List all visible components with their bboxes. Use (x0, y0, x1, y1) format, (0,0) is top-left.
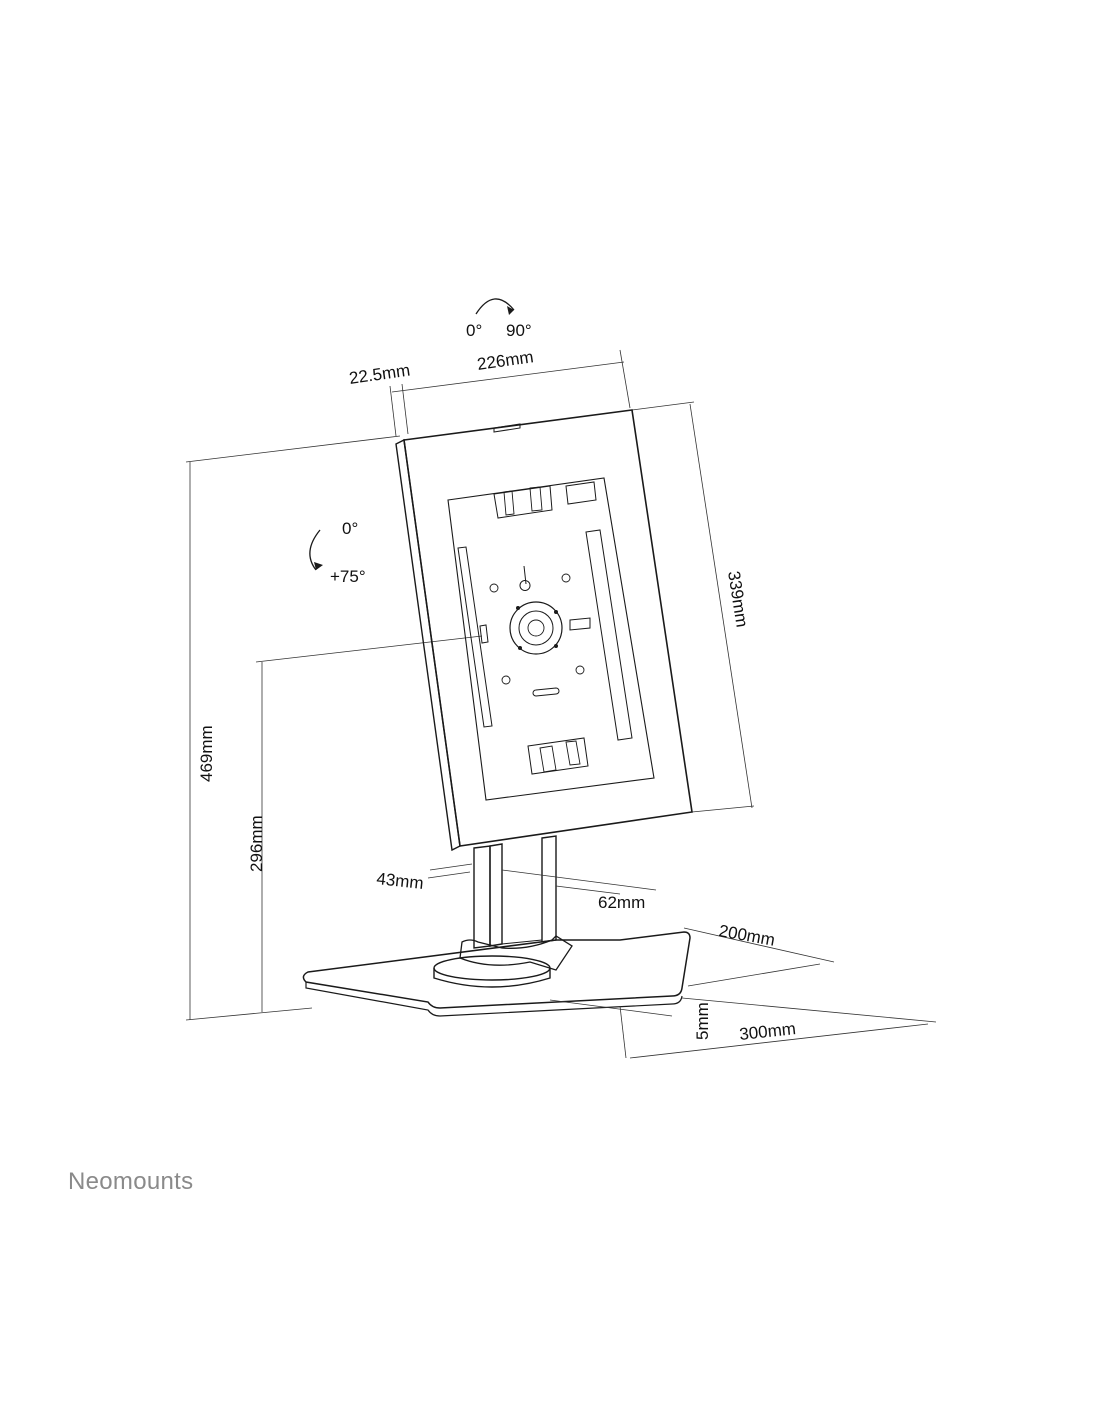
top-dimension-lines (389, 349, 631, 437)
base-plate (302, 931, 691, 1017)
depth-front-label: 22.5mm (348, 361, 411, 388)
column-depth-label: 43mm (376, 869, 425, 893)
tilt-end-label: +75° (330, 567, 366, 586)
rotation-arrow-icon (475, 298, 515, 315)
total-height-label: 469mm (197, 725, 216, 782)
base-dimension-lines (549, 927, 937, 1059)
rotation-end-label: 90° (506, 321, 532, 340)
tilt-start-label: 0° (342, 519, 358, 538)
base-thickness-label: 5mm (693, 1002, 712, 1040)
column-width-label: 62mm (598, 893, 645, 912)
column-dimension-lines (427, 863, 657, 895)
support-column (473, 835, 557, 949)
rotation-start-label: 0° (466, 321, 482, 340)
center-height-dimension (255, 635, 483, 1012)
panel-height-label: 339mm (724, 570, 752, 629)
brand-logo: Neomounts (68, 1168, 194, 1195)
center-height-label: 296mm (247, 815, 266, 872)
base-depth-label: 200mm (717, 921, 776, 950)
tilt-arrow-icon (309, 529, 323, 571)
total-height-dimension (185, 435, 401, 1021)
panel-height-dimension (631, 401, 755, 813)
panel-width-label: 226mm (476, 347, 535, 374)
tablet-enclosure (395, 409, 693, 852)
